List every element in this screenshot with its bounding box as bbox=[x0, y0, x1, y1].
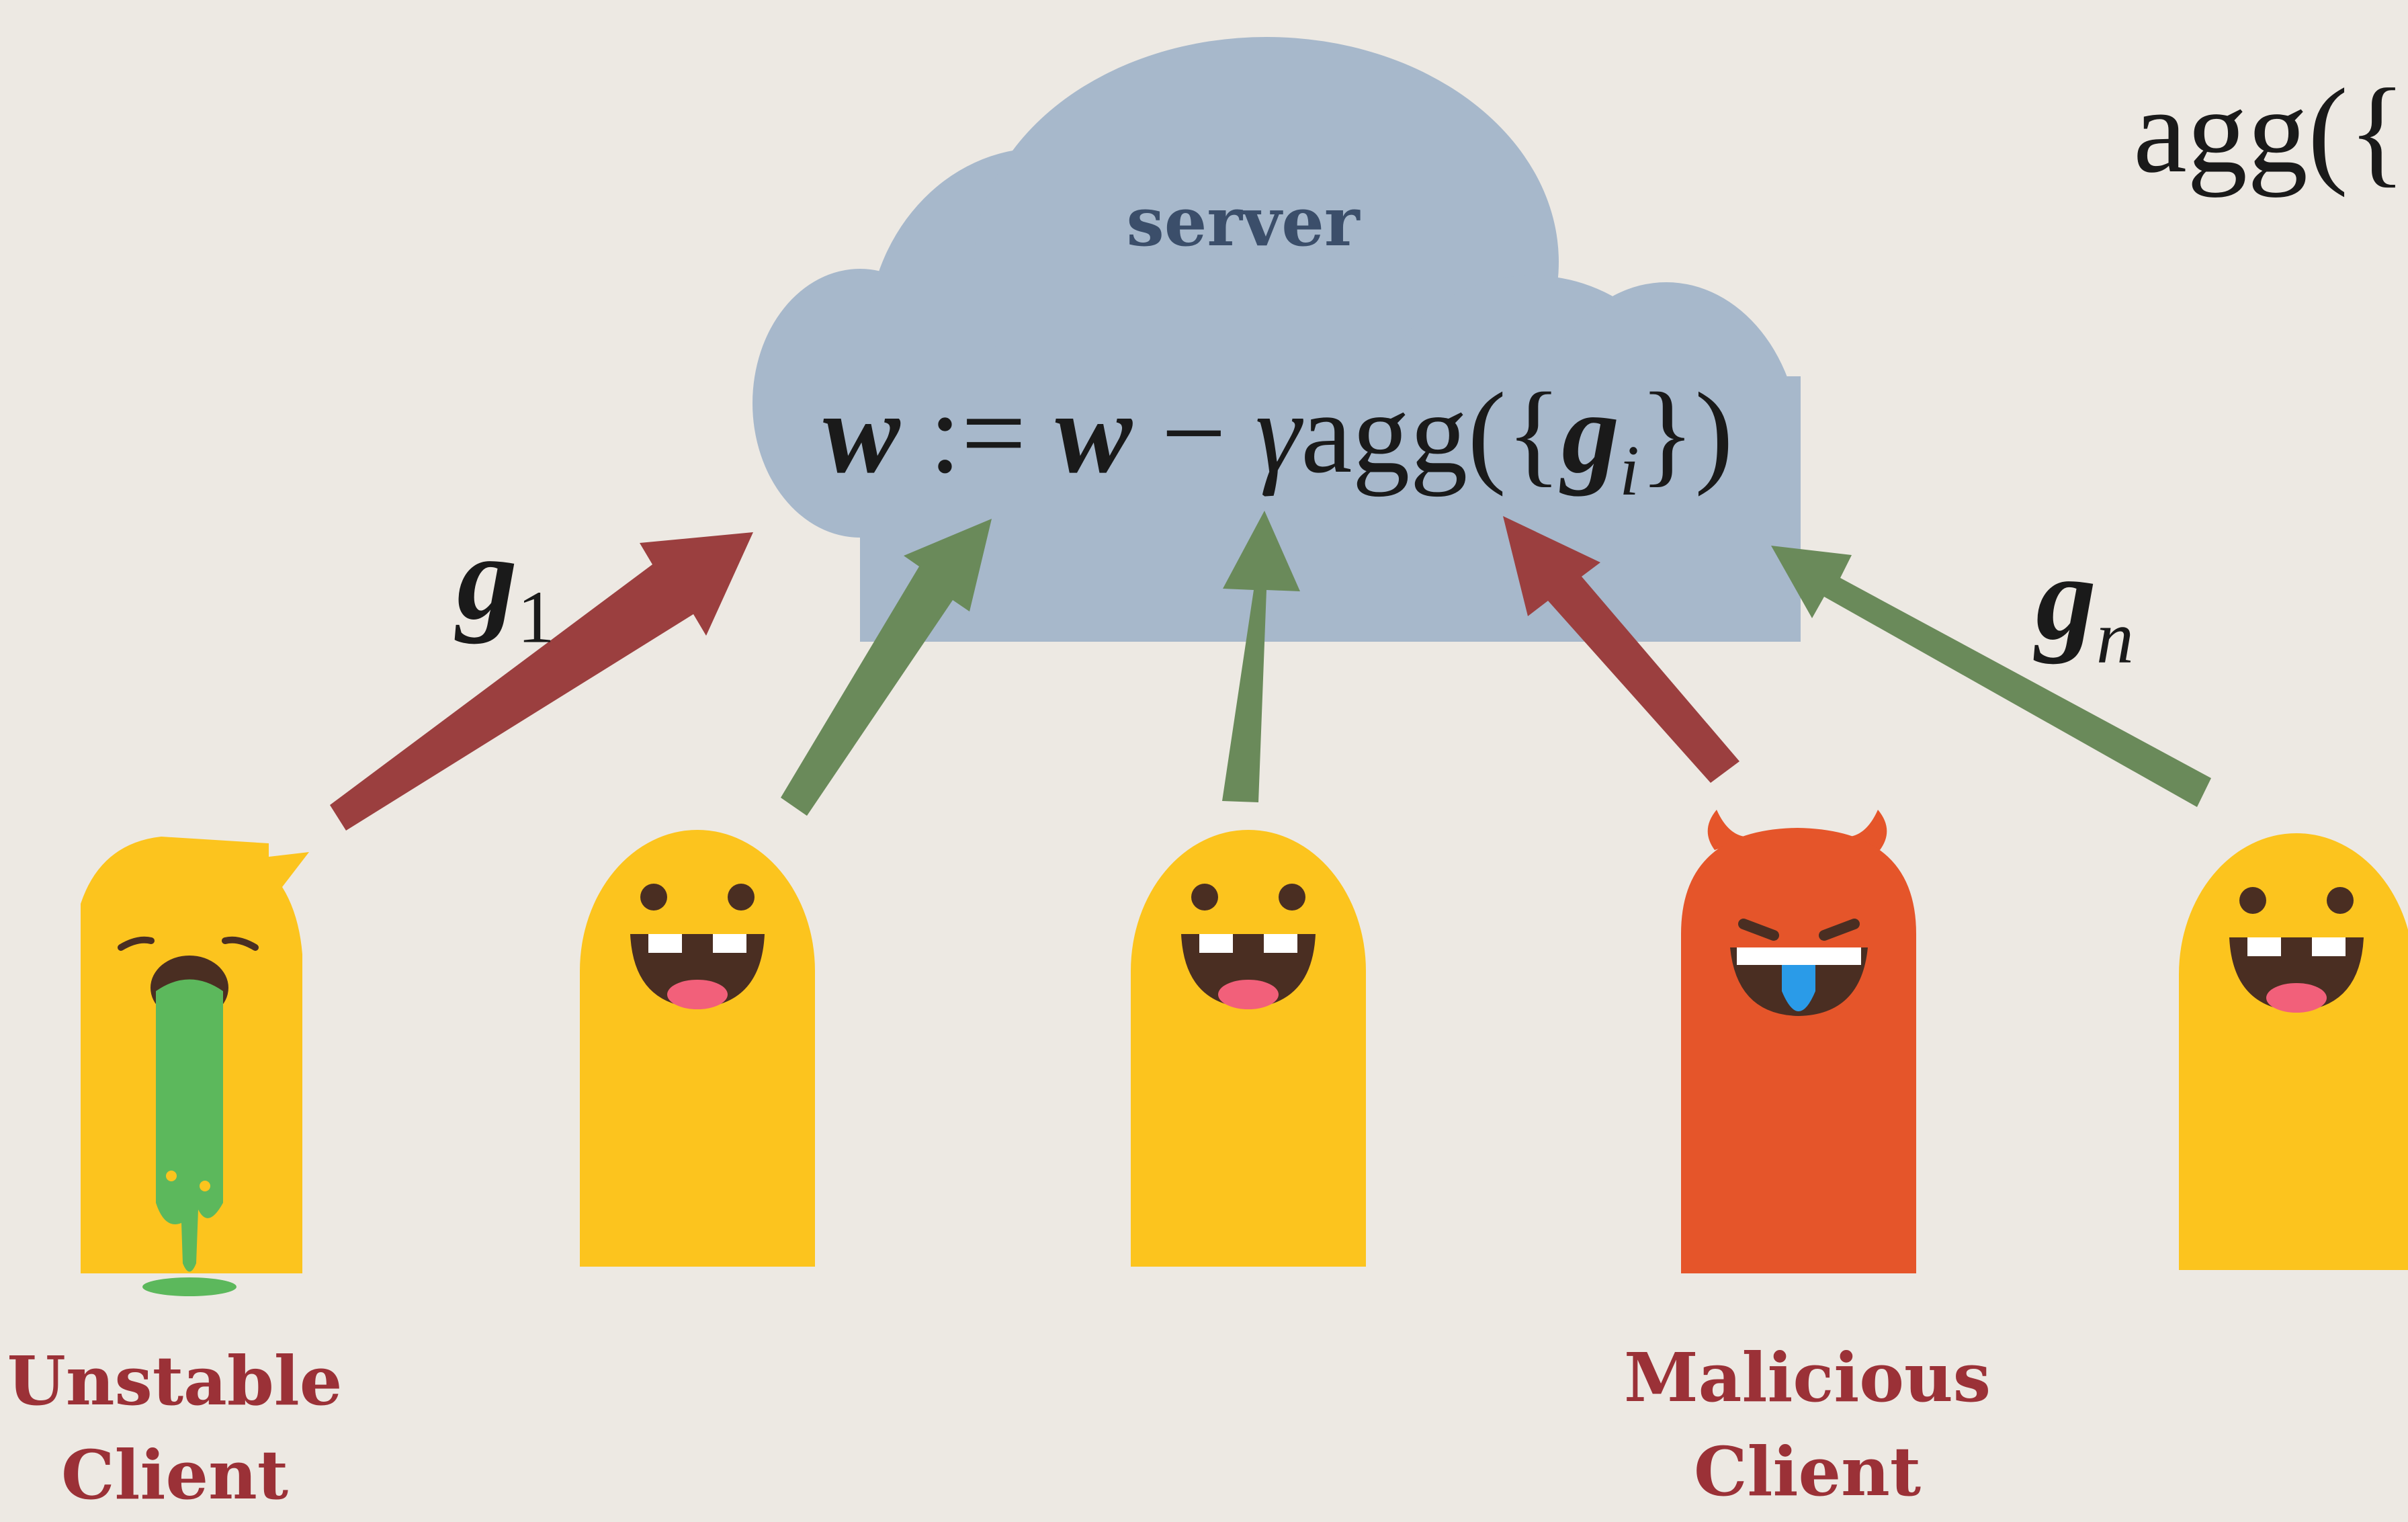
clients bbox=[81, 810, 2408, 1296]
gradient-symbol: g bbox=[1561, 370, 1620, 497]
update-rule: w := w − γagg({gi}) bbox=[823, 366, 1733, 538]
aggregate-close: }) bbox=[1639, 370, 1733, 497]
weight-symbol: w bbox=[823, 370, 900, 497]
gradient-label-first-symbol: g bbox=[457, 511, 517, 644]
arrow-honest-client-2 bbox=[1222, 511, 1300, 802]
honest-client-1 bbox=[580, 830, 815, 1267]
gradient-label-last-symbol: g bbox=[2036, 531, 2096, 665]
malicious-client-label-line1: Malicious bbox=[1623, 1338, 1991, 1417]
honest-client-3 bbox=[2179, 833, 2408, 1270]
unstable-client-label-line1: Unstable bbox=[7, 1341, 343, 1421]
honest-client-2 bbox=[1131, 830, 1366, 1267]
assign-operator: := bbox=[929, 370, 1027, 497]
learning-rate-symbol: γ bbox=[1255, 370, 1301, 497]
gradient-label-last-index: n bbox=[2096, 596, 2134, 679]
weight-symbol-rhs: w bbox=[1055, 370, 1133, 497]
gradient-label-last: gn bbox=[2036, 531, 2134, 706]
gradient-label-first-index: 1 bbox=[517, 576, 555, 659]
unstable-client bbox=[81, 837, 309, 1296]
server-label: server bbox=[1126, 182, 1360, 261]
gradient-index: i bbox=[1619, 431, 1639, 511]
aggregate-open: agg({ bbox=[1301, 370, 1562, 497]
arrow-honest-client-3 bbox=[1771, 546, 2211, 807]
arrow-malicious-client bbox=[1503, 516, 1739, 783]
gradient-arrows bbox=[330, 511, 2211, 831]
minus-operator: − bbox=[1161, 370, 1227, 497]
server-cloud bbox=[752, 37, 1801, 642]
arrow-unstable-client bbox=[330, 532, 753, 831]
malicious-client bbox=[1681, 810, 1916, 1273]
gradient-label-first: g1 bbox=[457, 511, 555, 685]
unstable-client-label: Unstable Client bbox=[0, 1334, 349, 1522]
unstable-client-label-line2: Client bbox=[60, 1435, 289, 1515]
malicious-client-label: Malicious Client bbox=[1612, 1330, 2002, 1519]
malicious-client-label-line2: Client bbox=[1693, 1432, 1922, 1511]
arrow-honest-client-1 bbox=[781, 519, 992, 816]
corner-formula-fragment: agg({ bbox=[2133, 64, 2407, 198]
